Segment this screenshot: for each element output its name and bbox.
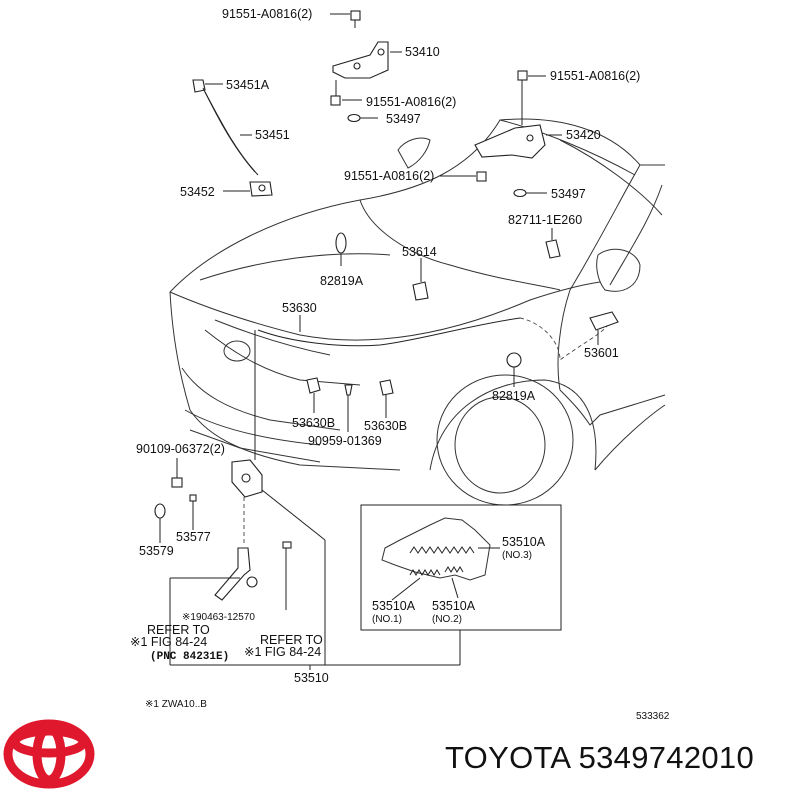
callout-labels: 91551-A0816(2) 53410 53451A 91551-A0816(… [130, 7, 670, 722]
refer-left-line2: ※1 FIG 84-24 [130, 635, 207, 649]
part-shapes [154, 10, 619, 601]
callout-91551-right: 91551-A0816(2) [550, 69, 640, 83]
callout-53497-left: 53497 [386, 112, 421, 126]
callout-53420: 53420 [566, 128, 601, 142]
callout-91551-lower: 91551-A0816(2) [344, 169, 434, 183]
callout-91551-top: 91551-A0816(2) [222, 7, 312, 21]
brand-part-number: TOYOTA 5349742010 [445, 740, 754, 775]
callout-82819a-top: 82819A [320, 274, 364, 288]
inset-no2: (NO.2) [432, 614, 462, 625]
refer-right-line2: ※1 FIG 84-24 [244, 645, 321, 659]
inset-box [360, 504, 562, 631]
callout-53452: 53452 [180, 185, 215, 199]
footnote: ※1 ZWA10..B [145, 699, 207, 710]
callout-53614: 53614 [402, 245, 437, 259]
diagram-code: 533362 [636, 711, 670, 722]
leader-lines [159, 13, 599, 670]
inset-53510a-no3: 53510A [502, 535, 546, 549]
inset-no1: (NO.1) [372, 614, 402, 625]
callout-53579: 53579 [139, 544, 174, 558]
callout-90463: ※190463-12570 [182, 612, 255, 623]
callout-53497-right: 53497 [551, 187, 586, 201]
callout-91551-mid: 91551-A0816(2) [366, 95, 456, 109]
inset-no3: (NO.3) [502, 550, 532, 561]
toyota-logo [3, 719, 95, 789]
callout-53601: 53601 [584, 346, 619, 360]
inset-53510a-no2: 53510A [432, 599, 476, 613]
callout-53410: 53410 [405, 45, 440, 59]
callout-53630b-left: 53630B [292, 416, 335, 430]
callout-53630b-right: 53630B [364, 419, 407, 433]
refer-right-line1: REFER TO [260, 633, 323, 647]
callout-53451a: 53451A [226, 78, 270, 92]
inset-53510a-no1: 53510A [372, 599, 416, 613]
callout-53451: 53451 [255, 128, 290, 142]
callout-53510: 53510 [294, 671, 329, 685]
refer-left-line3: (PNC 84231E) [150, 651, 229, 663]
callout-82711: 82711-1E260 [508, 213, 582, 227]
callout-82819a-bottom: 82819A [492, 389, 536, 403]
callout-53630: 53630 [282, 301, 317, 315]
callout-53577: 53577 [176, 530, 211, 544]
refer-left-line1: REFER TO [147, 623, 210, 637]
callout-90109: 90109-06372(2) [136, 442, 225, 456]
callout-90959: 90959-01369 [308, 434, 382, 448]
